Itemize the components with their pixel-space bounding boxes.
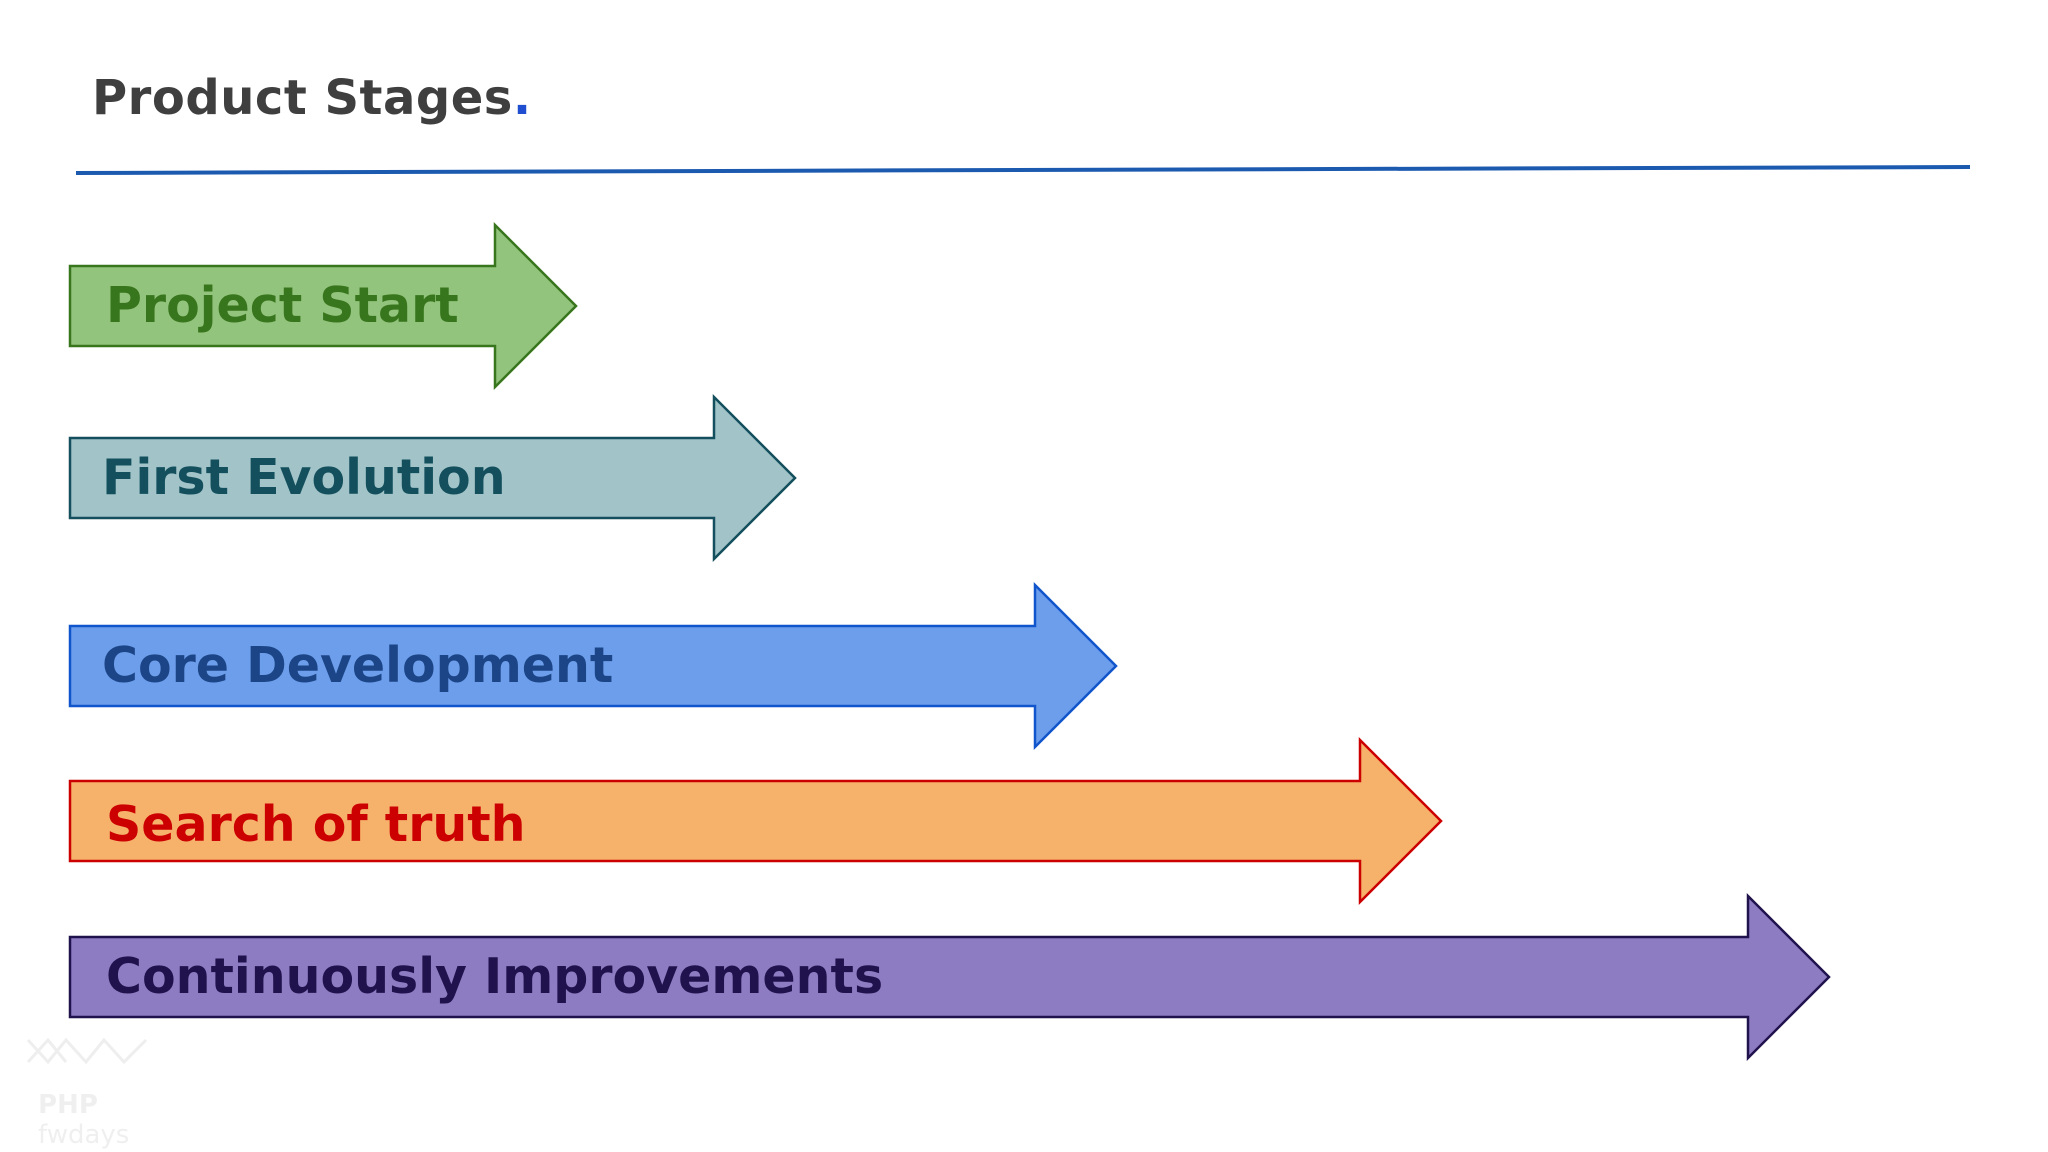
watermark-logo-icon — [26, 1037, 148, 1065]
watermark-line-2: fwdays — [38, 1120, 130, 1150]
stage-arrow-first-evolution: First Evolution — [68, 393, 797, 563]
title-divider — [75, 165, 1971, 175]
stage-arrow-shape — [68, 221, 578, 391]
slide-title-dot: . — [512, 70, 532, 126]
slide-title: Product Stages. — [92, 70, 532, 126]
stage-label: Search of truth — [106, 796, 526, 853]
stage-arrow-search-of-truth: Search of truth — [68, 736, 1443, 906]
watermark-line-1: PHP — [38, 1090, 98, 1120]
stage-label: First Evolution — [102, 449, 506, 506]
stage-arrow-shape — [68, 736, 1443, 906]
stage-arrow-shape — [68, 581, 1118, 751]
stage-arrow-core-development: Core Development — [68, 581, 1118, 751]
stage-label: Continuously Improvements — [106, 948, 883, 1005]
stage-arrow-continuously-improvements: Continuously Improvements — [68, 892, 1831, 1062]
stage-label: Project Start — [106, 277, 459, 334]
title-divider-line — [75, 165, 1971, 175]
stage-arrow-shape — [68, 393, 797, 563]
watermark: PHP fwdays — [24, 1010, 164, 1150]
stage-label: Core Development — [102, 637, 613, 694]
stage-arrow-project-start: Project Start — [68, 221, 578, 391]
stage-arrow-shape — [68, 892, 1831, 1062]
slide-title-text: Product Stages — [92, 70, 513, 126]
